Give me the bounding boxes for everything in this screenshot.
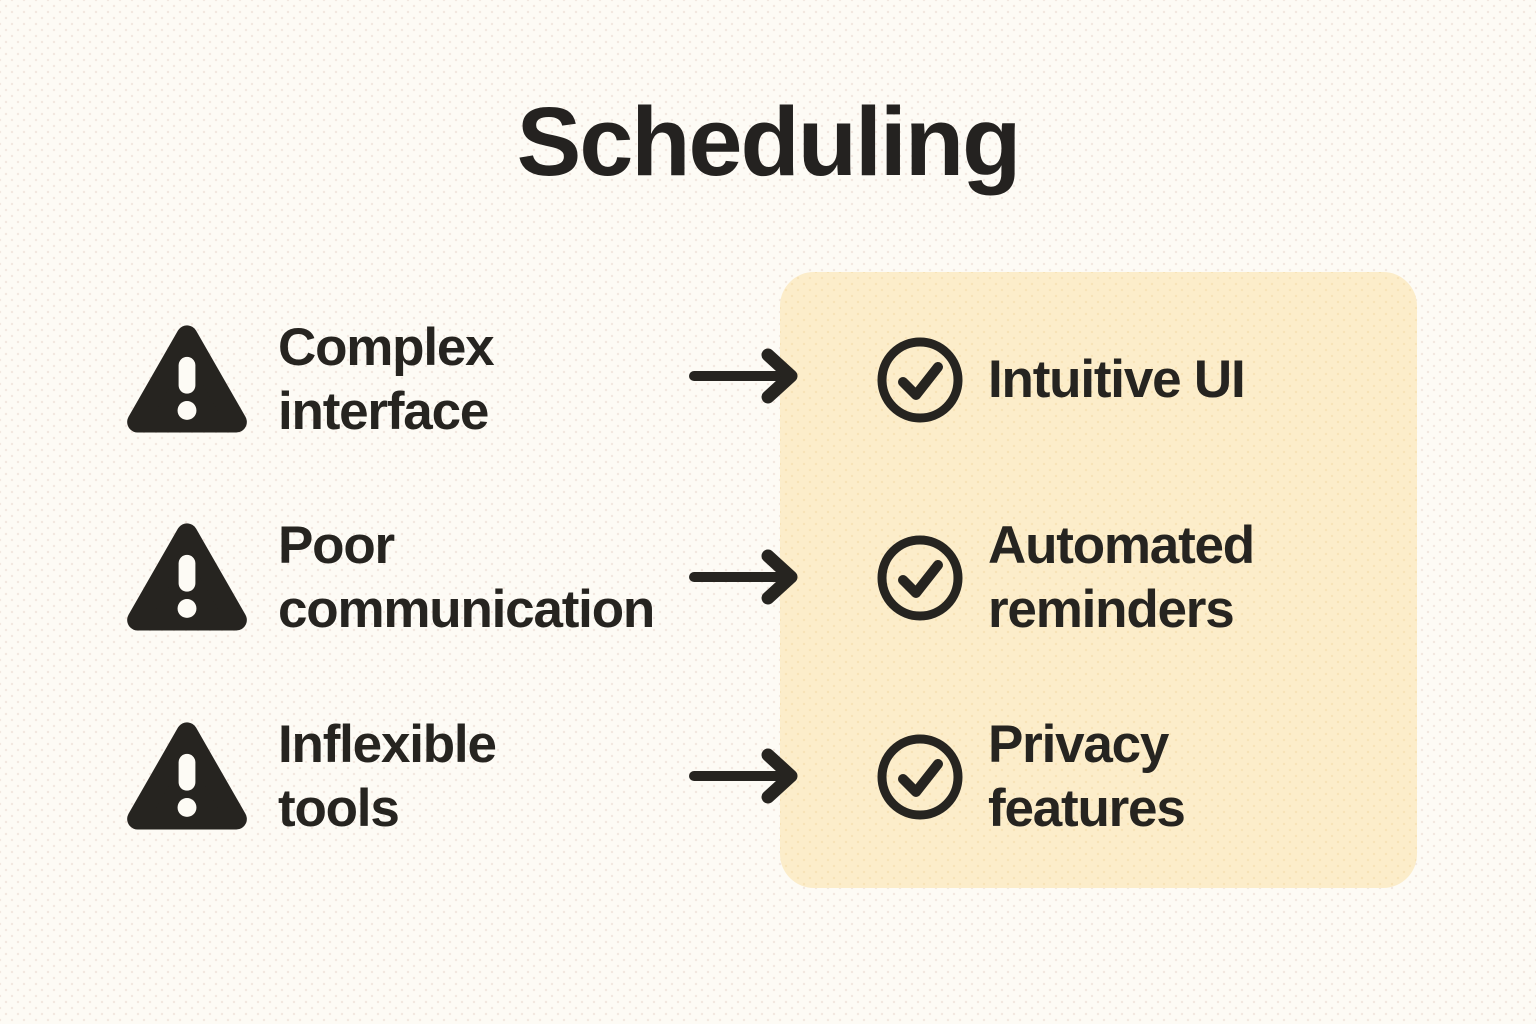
solution-label: Automated reminders xyxy=(988,516,1255,639)
check-circle-icon xyxy=(877,734,963,820)
problem-label: Inflexible tools xyxy=(278,715,497,838)
problem-item: Poor communication xyxy=(124,508,655,648)
check-circle-icon xyxy=(877,337,963,423)
solution-label: Privacy features xyxy=(988,715,1186,838)
solution-item: Automated reminders xyxy=(876,508,1255,648)
problem-item: Inflexible tools xyxy=(124,707,497,847)
solution-item: Intuitive UI xyxy=(876,310,1246,450)
solution-item: Privacy features xyxy=(876,707,1186,847)
warning-triangle-icon xyxy=(127,523,247,631)
arrow-right-icon xyxy=(689,549,798,605)
warning-triangle-icon xyxy=(127,722,247,830)
page-title: Scheduling xyxy=(516,87,1022,196)
problem-label: Poor communication xyxy=(278,516,655,639)
problem-item: Complex interface xyxy=(124,310,495,450)
arrow-right-icon xyxy=(689,748,798,804)
check-circle-icon xyxy=(877,535,963,621)
solution-label: Intuitive UI xyxy=(988,350,1246,409)
problem-label: Complex interface xyxy=(278,318,495,441)
arrow-right-icon xyxy=(689,348,798,404)
warning-triangle-icon xyxy=(127,325,247,433)
